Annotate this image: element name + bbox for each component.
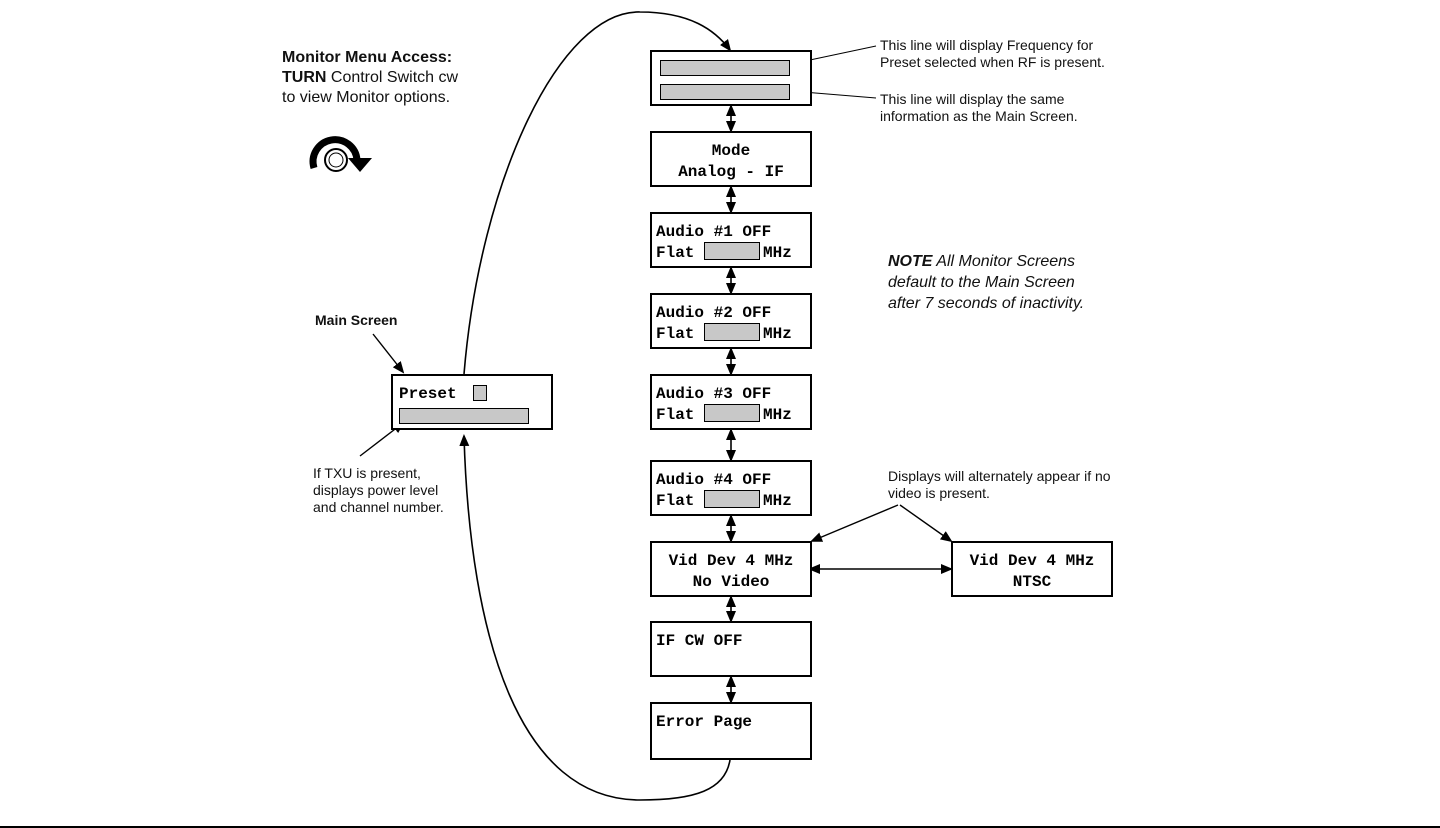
audio4-unit: MHz <box>763 492 792 510</box>
main-screen-note-1: If TXU is present, <box>313 465 421 481</box>
callout-line2-text-2: information as the Main Screen. <box>880 108 1078 124</box>
audio4-screen-box: Audio #4 OFF Flat MHz <box>650 460 812 516</box>
main-screen-label: Main Screen <box>315 312 398 328</box>
main-screen-label-arrow <box>372 333 405 374</box>
callout-line1-text-1: This line will display Frequency for <box>880 37 1094 53</box>
alternate-callout-2: video is present. <box>888 485 990 501</box>
bottom-rule <box>0 826 1440 828</box>
callout-line2-text-1: This line will display the same <box>880 91 1065 107</box>
audio3-freq-field <box>704 404 760 422</box>
ntsc-text: NTSC <box>1012 573 1052 591</box>
alternate-callout-1: Displays will alternately appear if no <box>888 468 1111 484</box>
video-ntsc-screen-box: Vid Dev 4 MHz NTSC <box>951 541 1113 597</box>
audio4-status: Audio #4 OFF <box>656 471 772 489</box>
main-screen-box: Preset <box>391 374 553 430</box>
audio2-flat-label: Flat <box>656 325 695 343</box>
note-line1-rest: All Monitor Screens <box>932 253 1076 270</box>
audio2-freq-field <box>704 323 760 341</box>
audio3-status: Audio #3 OFF <box>656 385 772 403</box>
access-line2-rest: Control Switch cw <box>326 69 459 86</box>
mode-title: Mode <box>711 142 751 160</box>
audio1-flat-label: Flat <box>656 244 695 262</box>
main-info-line-field <box>660 84 790 100</box>
error-page-screen-box: Error Page <box>650 702 812 760</box>
no-video-text: No Video <box>692 573 770 591</box>
video-no-video-screen-box: Vid Dev 4 MHz No Video <box>650 541 812 597</box>
video-deviation-label-ntsc: Vid Dev 4 MHz <box>969 552 1095 570</box>
audio4-flat-label: Flat <box>656 492 695 510</box>
if-cw-status: IF CW OFF <box>656 632 743 650</box>
loop-arrow-down <box>459 434 731 801</box>
note-label: NOTE <box>888 253 933 270</box>
audio3-screen-box: Audio #3 OFF Flat MHz <box>650 374 812 430</box>
note-line-2: default to the Main Screen <box>888 274 1075 291</box>
if-cw-screen-box: IF CW OFF <box>650 621 812 677</box>
alternate-arrow-left <box>810 504 899 542</box>
audio1-status: Audio #1 OFF <box>656 223 772 241</box>
main-status-field <box>399 408 529 424</box>
access-instruction-line2: TURN Control Switch cw <box>282 68 458 88</box>
note-line-1: NOTE All Monitor Screens <box>888 252 1075 272</box>
audio4-freq-field <box>704 490 760 508</box>
access-heading: Monitor Menu Access: <box>282 49 453 66</box>
preset-label: Preset <box>399 385 457 403</box>
audio2-status: Audio #2 OFF <box>656 304 772 322</box>
video-deviation-label: Vid Dev 4 MHz <box>668 552 794 570</box>
audio3-unit: MHz <box>763 406 792 424</box>
error-page-title: Error Page <box>656 713 753 731</box>
audio1-screen-box: Audio #1 OFF Flat MHz <box>650 212 812 268</box>
rotate-cw-icon <box>309 136 372 172</box>
audio1-freq-field <box>704 242 760 260</box>
audio2-screen-box: Audio #2 OFF Flat MHz <box>650 293 812 349</box>
audio3-flat-label: Flat <box>656 406 695 424</box>
audio1-unit: MHz <box>763 244 792 262</box>
note-line-3: after 7 seconds of inactivity. <box>888 295 1085 312</box>
frequency-screen-box <box>650 50 812 106</box>
mode-value: Analog - IF <box>678 163 784 181</box>
audio2-unit: MHz <box>763 325 792 343</box>
turn-keyword: TURN <box>282 69 327 86</box>
callout-line1-text-2: Preset selected when RF is present. <box>880 54 1105 70</box>
alternate-arrow-right <box>899 504 953 543</box>
frequency-line-field <box>660 60 790 76</box>
loop-arrow-up <box>463 11 732 375</box>
access-instruction-line3: to view Monitor options. <box>282 89 451 106</box>
mode-screen-box: Mode Analog - IF <box>650 131 812 187</box>
main-screen-note-2: displays power level <box>313 482 439 498</box>
preset-number-field <box>473 385 487 401</box>
main-screen-note-3: and channel number. <box>313 499 444 515</box>
